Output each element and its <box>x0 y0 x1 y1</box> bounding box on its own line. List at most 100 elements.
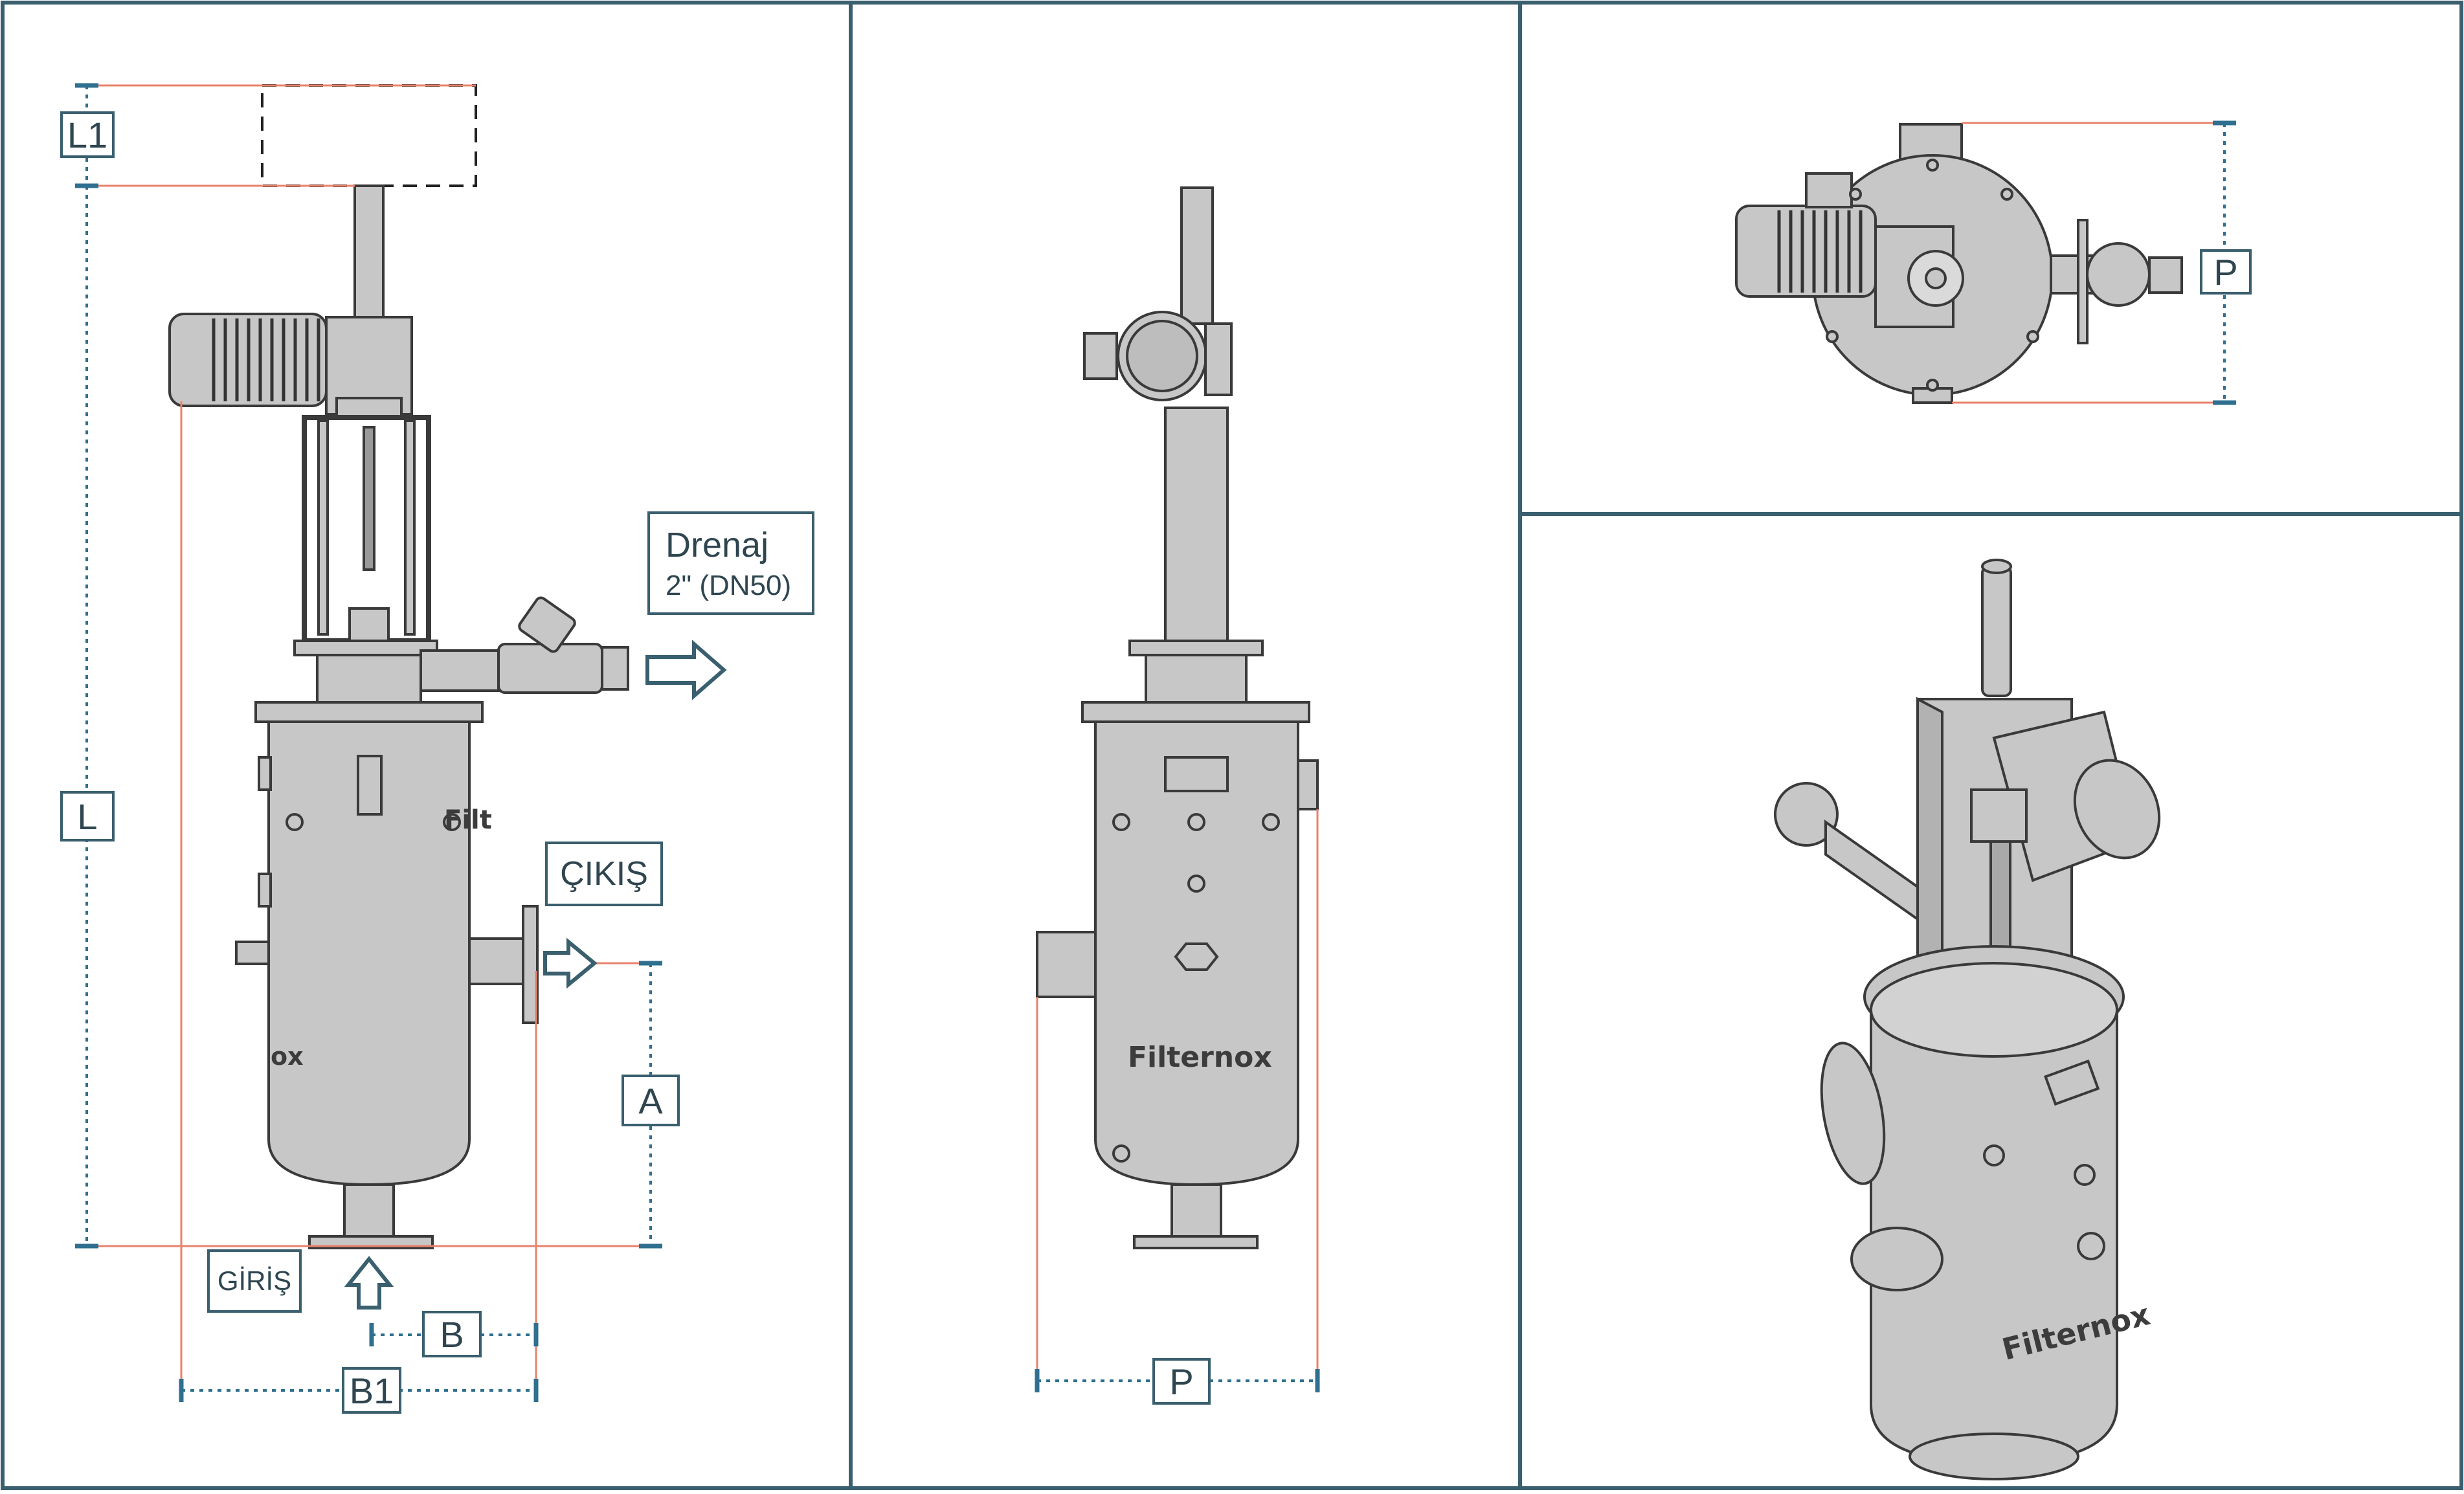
front-inlet-pipe <box>343 1183 395 1239</box>
iso-valve-handwheel <box>1774 782 1839 847</box>
iso-view <box>1774 559 2161 1480</box>
side-spindle <box>1180 186 1214 325</box>
side-logo: Filternox <box>1128 1041 1272 1074</box>
front-nameplate <box>357 755 383 816</box>
iso-port-3 <box>2077 1232 2105 1260</box>
side-dim-ticks <box>1035 1369 1320 1392</box>
side-port-d <box>1187 875 1205 893</box>
drain-title: Drenaj <box>666 526 769 564</box>
front-logo-lower: ox <box>271 1042 304 1071</box>
side-port-b <box>1112 813 1130 831</box>
side-port-c <box>1262 813 1280 831</box>
side-top-plate <box>1128 640 1264 656</box>
front-frame-inner-left <box>317 419 329 636</box>
top-bolt-1 <box>1849 188 1862 201</box>
front-side-fitting-3 <box>235 941 270 965</box>
inlet-arrow <box>344 1256 394 1310</box>
side-gearbox-left <box>1083 332 1118 380</box>
dim-label-B: B <box>422 1311 482 1357</box>
top-junction-box <box>1805 172 1853 208</box>
top-bolt-4 <box>2026 330 2039 343</box>
side-bottom-port <box>1112 1144 1130 1163</box>
front-motor-fins <box>212 318 320 401</box>
top-bolt-6 <box>1926 379 1939 392</box>
front-screw <box>363 426 375 571</box>
top-bolt-5 <box>1926 159 1939 172</box>
side-inlet-stub <box>1036 931 1097 998</box>
front-outlet-pipe <box>468 937 526 985</box>
iso-inlet-stub <box>1850 1227 1943 1291</box>
front-dimension-ticks <box>75 83 662 1402</box>
front-screw-block <box>348 607 390 642</box>
dim-label-B1: B1 <box>342 1367 401 1414</box>
inlet-label: GİRİŞ <box>207 1249 302 1313</box>
iso-lift-screw <box>1989 840 2011 959</box>
iso-drain-pipe <box>1824 819 1919 922</box>
drain-size: 2" (DN50) <box>666 570 792 601</box>
iso-bottom-flange <box>1909 1433 2079 1480</box>
top-spindle-hub <box>1925 267 1947 289</box>
top-motor <box>1735 205 1877 298</box>
side-body-flange <box>1081 701 1310 723</box>
front-drain-pipe <box>420 649 500 692</box>
front-port-2 <box>443 813 461 831</box>
motor-clearance-box <box>261 84 477 187</box>
side-port-a <box>1187 813 1205 831</box>
front-body-flange <box>254 701 484 723</box>
iso-nameplate <box>2044 1059 2100 1106</box>
side-hex-port <box>1174 942 1219 971</box>
iso-view-panel <box>1518 512 2463 1490</box>
top-valve-body <box>2086 242 2151 307</box>
front-frame-inner-right <box>404 419 416 636</box>
side-motor-face-inner <box>1126 320 1198 392</box>
front-neck <box>316 654 422 705</box>
dim-label-P-side: P <box>1152 1358 1211 1405</box>
iso-vessel-top <box>1870 962 2118 1058</box>
iso-motor-mount <box>1970 788 2028 843</box>
dim-label-L1: L1 <box>60 111 115 158</box>
top-view <box>1735 123 2183 404</box>
top-valve-lever <box>2077 219 2089 344</box>
side-inlet-flange <box>1133 1235 1259 1249</box>
top-extension-lines <box>1952 122 2224 404</box>
side-extension-lines <box>1036 809 1319 1387</box>
front-view <box>168 84 629 1249</box>
iso-spindle-cap <box>1981 559 2012 574</box>
front-top-plate <box>293 640 438 656</box>
outlet-label: ÇIKIŞ <box>545 842 663 906</box>
top-valve-outlet <box>2148 256 2183 294</box>
front-drain-outlet <box>601 646 629 691</box>
top-motor-fins <box>1777 210 1863 293</box>
drain-label: Drenaj 2" (DN50) <box>647 511 814 615</box>
side-view <box>1036 186 1319 1249</box>
iso-port-1 <box>2074 1164 2096 1186</box>
iso-port-2 <box>1983 1144 2005 1166</box>
side-nameplate <box>1164 756 1229 792</box>
dim-label-A: A <box>622 1075 680 1126</box>
flow-arrows <box>344 640 727 1310</box>
iso-spindle <box>1981 565 2012 697</box>
side-gearbox-right <box>1204 322 1233 396</box>
top-dim-ticks <box>2213 120 2236 405</box>
front-side-fitting-1 <box>258 756 272 791</box>
side-inlet-pipe <box>1170 1183 1222 1239</box>
outlet-arrow <box>543 937 598 989</box>
side-right-fitting <box>1297 759 1319 810</box>
spindle-rod <box>353 184 385 326</box>
front-port-1 <box>286 813 304 831</box>
side-column <box>1164 407 1229 642</box>
dim-label-P-top: P <box>2200 249 2252 295</box>
front-logo-text: Filt <box>444 805 492 835</box>
front-drain-valve-top <box>518 596 576 653</box>
dim-label-L: L <box>60 791 115 842</box>
drain-arrow <box>645 640 727 700</box>
top-bolt-2 <box>2000 188 2013 201</box>
iso-side-flange <box>1820 1042 1886 1185</box>
front-gearbox-flange <box>335 397 403 419</box>
front-outlet-flange <box>522 905 539 1024</box>
top-bolt-3 <box>1826 330 1839 343</box>
side-neck <box>1145 654 1248 705</box>
